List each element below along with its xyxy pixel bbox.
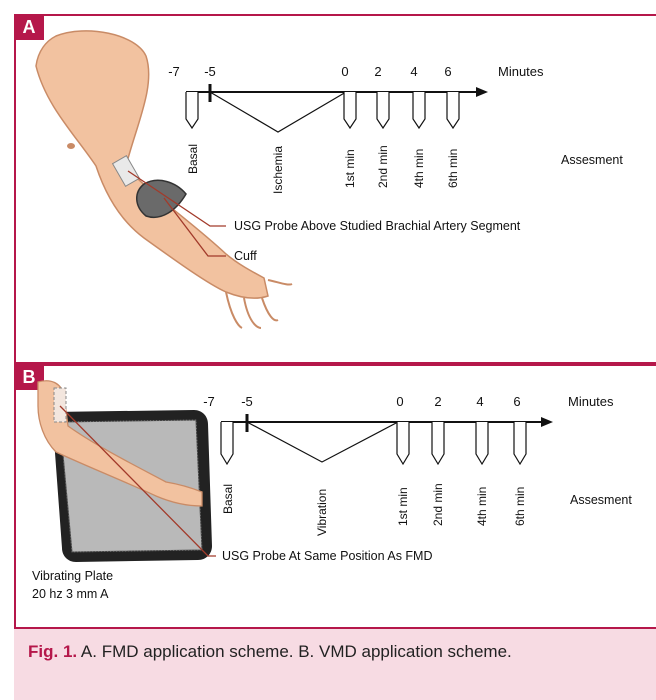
arm-illustration (36, 31, 292, 328)
phase-b-4th: 4th min (475, 487, 489, 526)
phase-a-2nd: 2nd min (376, 145, 390, 188)
unit-b: Minutes (568, 394, 614, 409)
plate-label-line2: 20 hz 3 mm A (32, 587, 109, 601)
timeline-b: -7 -5 0 2 4 6 Minutes Basal Vibration 1s… (203, 394, 632, 536)
panel-b-diagram: -7 -5 0 2 4 6 Minutes Basal Vibration 1s… (16, 366, 656, 627)
phase-a-1st: 1st min (343, 149, 357, 188)
panel-a: A -7 -5 0 2 4 6 Minutes (14, 14, 656, 364)
tick-b-5: 6 (513, 394, 520, 409)
figure-caption: Fig. 1. A. FMD application scheme. B. VM… (14, 629, 656, 700)
tick-b-0: -7 (203, 394, 215, 409)
tick-a-1: -5 (204, 64, 216, 79)
tick-a-5: 6 (444, 64, 451, 79)
phase-b-vibration: Vibration (315, 489, 329, 536)
phase-a-6th: 6th min (446, 149, 460, 188)
phase-a-ischemia: Ischemia (271, 146, 285, 194)
annotation-probe-a: USG Probe Above Studied Brachial Artery … (234, 219, 521, 233)
phase-b-basal: Basal (221, 484, 235, 514)
tick-a-0: -7 (168, 64, 180, 79)
plate-label-line1: Vibrating Plate (32, 569, 113, 583)
timeline-a: -7 -5 0 2 4 6 Minutes Basal Ischemia 1st… (168, 64, 623, 194)
row-label-a: Assesment (561, 153, 623, 167)
annotation-cuff: Cuff (234, 249, 257, 263)
phase-a-4th: 4th min (412, 149, 426, 188)
unit-a: Minutes (498, 64, 544, 79)
panel-a-diagram: -7 -5 0 2 4 6 Minutes Basal Ischemia 1st… (16, 16, 656, 362)
tick-a-4: 4 (410, 64, 417, 79)
tick-b-3: 2 (434, 394, 441, 409)
phase-b-6th: 6th min (513, 487, 527, 526)
tick-a-3: 2 (374, 64, 381, 79)
tick-b-1: -5 (241, 394, 253, 409)
tick-a-2: 0 (341, 64, 348, 79)
figure-label: Fig. 1. (28, 642, 77, 661)
tick-b-2: 0 (396, 394, 403, 409)
panel-b: B -7 -5 0 2 4 6 Minutes Basal (14, 364, 656, 629)
row-label-b: Assesment (570, 493, 632, 507)
caption-text: A. FMD application scheme. B. VMD applic… (77, 642, 512, 661)
tick-b-4: 4 (476, 394, 483, 409)
phase-a-basal: Basal (186, 144, 200, 174)
phase-b-2nd: 2nd min (431, 483, 445, 526)
annotation-probe-b: USG Probe At Same Position As FMD (222, 549, 433, 563)
phase-b-1st: 1st min (396, 487, 410, 526)
